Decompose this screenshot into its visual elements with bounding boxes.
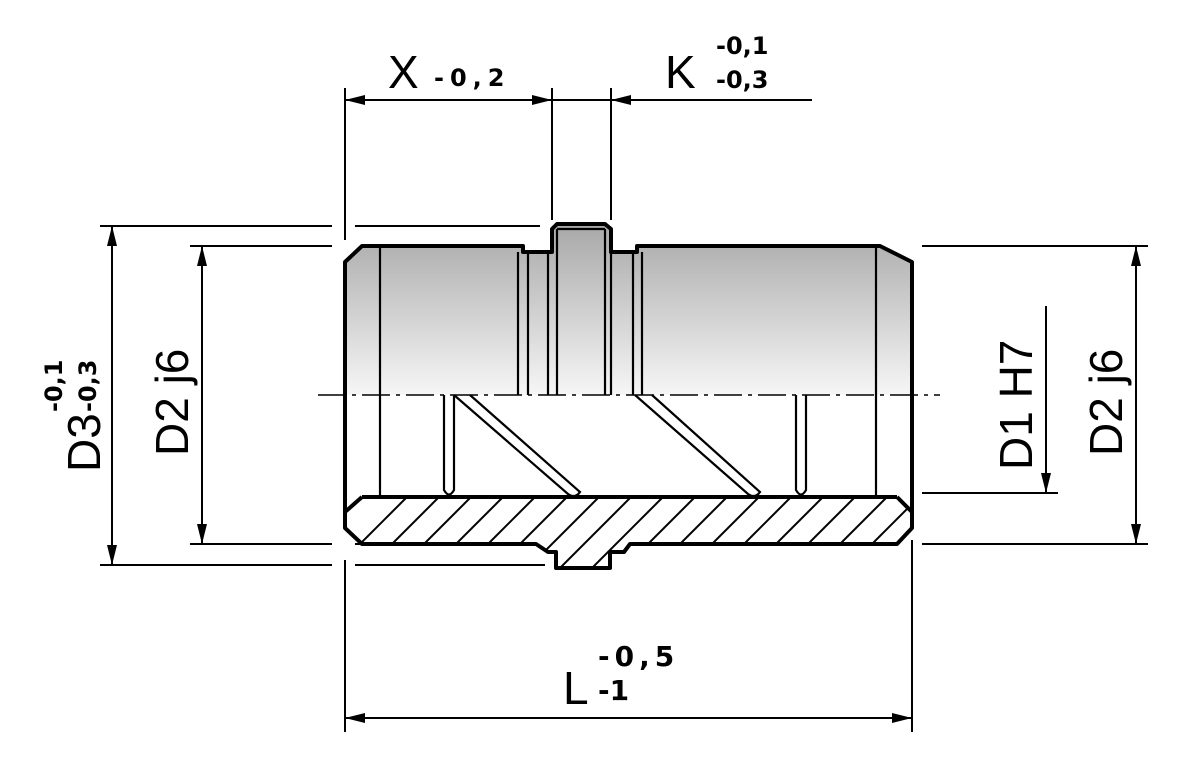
d2-left-label: D2 j6 [146,349,198,456]
bore-feature-lines [378,394,878,498]
d3-tol-upper: -0,1 [40,360,68,412]
k-tol-lower: -0,3 [716,66,768,94]
upper-shaded-half [345,224,912,395]
d1-label: D1 H7 [990,340,1042,470]
l-tol-upper: -0,5 [598,640,679,673]
l-tol-lower: -1 [598,674,629,707]
bore-chamfers [343,495,914,514]
d3-dim-symbol: D3 [58,413,110,472]
upper-feature-lines [378,227,878,395]
k-dim-symbol: K [665,46,696,98]
d2-right-label: D2 j6 [1080,349,1132,456]
k-tol-upper: -0,1 [716,32,768,60]
bushing-body [318,222,940,570]
d3-tol-lower: -0,3 [74,360,102,412]
outline-top [343,222,914,395]
d3-label-group: D3 -0,1 -0,3 [40,360,110,472]
x-dim-tolerance: -0,2 [434,64,510,92]
dimension-lines [100,88,1148,732]
l-dim-symbol: L [563,662,589,714]
x-dim-symbol: X [388,46,419,98]
